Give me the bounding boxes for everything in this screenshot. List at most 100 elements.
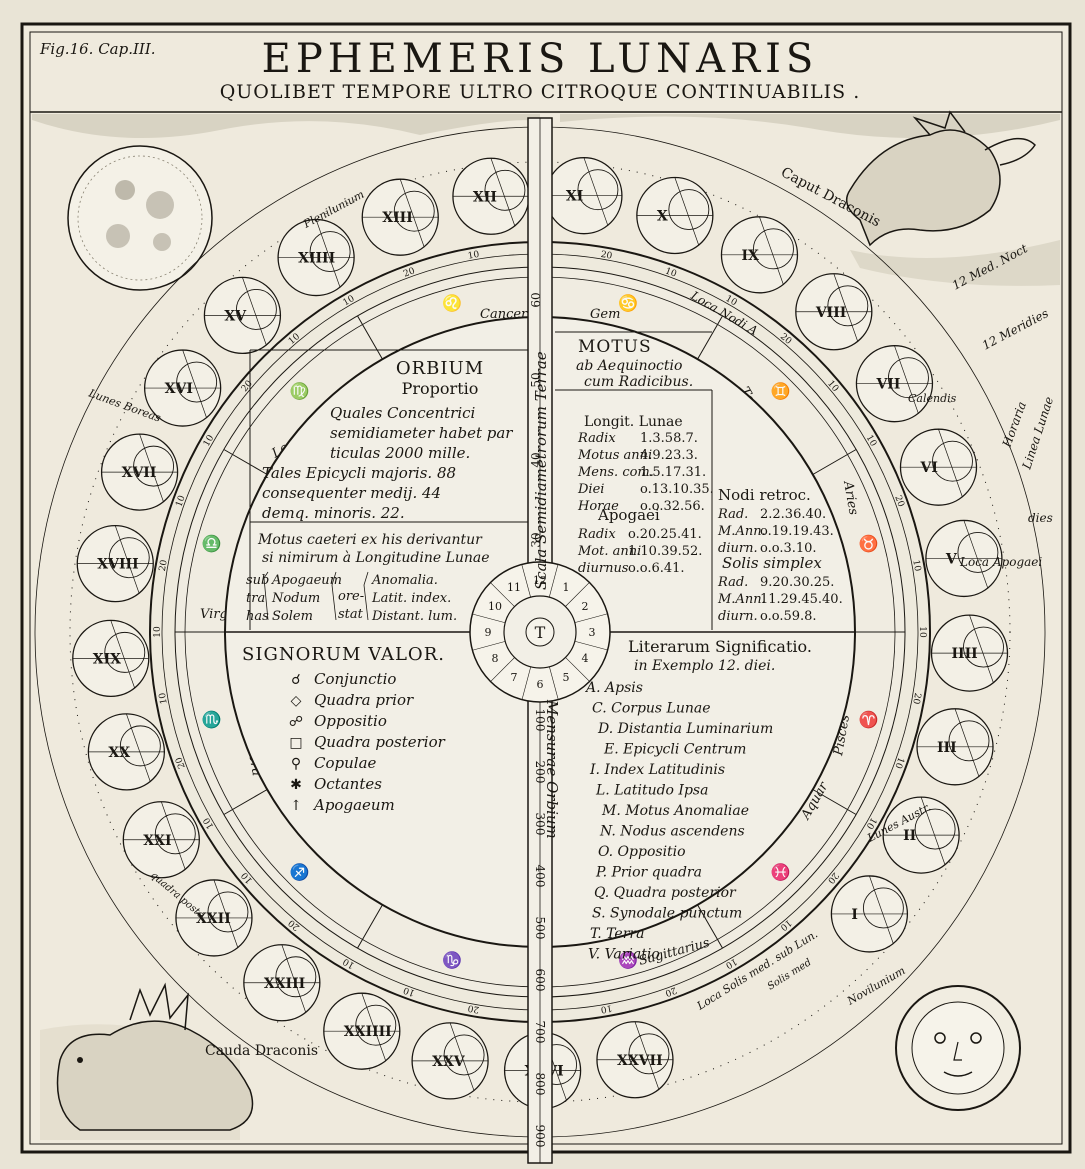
table-row-value: o.13.10.35. bbox=[640, 482, 714, 497]
scale-number: 400 bbox=[533, 865, 547, 888]
numeral-8: VIII bbox=[815, 305, 847, 321]
literarum-item: V. Variatio bbox=[588, 947, 660, 963]
scale-lower-label: Mensurae Orbium bbox=[543, 699, 561, 839]
numeral-3: III bbox=[937, 740, 957, 756]
zodiac-symbol-9: ♏ bbox=[202, 710, 222, 729]
literarum-item: L. Latitudo Ipsa bbox=[595, 783, 708, 799]
zodiac-symbol-10: ♎ bbox=[202, 534, 222, 553]
numeral-2: II bbox=[903, 828, 916, 844]
scale-upper-label: Scala Semidiametrorum Terrae bbox=[532, 351, 550, 590]
numeral-22: XXII bbox=[196, 911, 231, 927]
ring-tick: 10 bbox=[467, 250, 480, 262]
signorum-symbol-icon: ◇ bbox=[291, 693, 302, 709]
epicycle-7: VII bbox=[855, 345, 934, 423]
orbium-line: semidiameter habet par bbox=[330, 424, 513, 442]
dial-number: 4 bbox=[582, 652, 589, 665]
zodiac-symbol-6: ♒ bbox=[618, 950, 638, 969]
zodiac-name-2: Gem bbox=[590, 307, 620, 322]
scale-number: 100 bbox=[533, 709, 547, 732]
scale-number: 50 bbox=[529, 372, 543, 387]
ring-tick: 10 bbox=[402, 984, 416, 997]
table-row-value: o.o.3.10. bbox=[760, 541, 817, 556]
scale-number: 900 bbox=[533, 1125, 547, 1148]
table-row-key: diurnus bbox=[578, 561, 629, 576]
numeral-1: I bbox=[851, 907, 858, 923]
epicycle-8: VIII bbox=[795, 273, 873, 351]
table-row-key: Horae bbox=[577, 499, 619, 514]
epicycle-10: X bbox=[636, 176, 714, 255]
ring-tick: 10 bbox=[892, 756, 905, 770]
zodiac-symbol-8: ♐ bbox=[290, 862, 310, 881]
numeral-6: VI bbox=[919, 460, 937, 476]
numeral-21: XXI bbox=[143, 833, 171, 849]
numeral-27: XXVII bbox=[617, 1053, 663, 1069]
numeral-14: XIIII bbox=[298, 251, 335, 267]
motus-caeteri-line1: Motus caeteri ex his derivantur bbox=[257, 532, 483, 548]
motus-title: MOTUS bbox=[578, 337, 652, 357]
scale-number: 60 bbox=[529, 292, 543, 307]
ring-tick: 10 bbox=[158, 692, 170, 705]
zodiac-symbol-1: ♋ bbox=[618, 294, 638, 313]
zodiac-name-5: Aries bbox=[840, 479, 861, 517]
literarum-item: E. Epicycli Centrum bbox=[603, 742, 746, 758]
cauda-draconis-label: Cauda Draconis bbox=[205, 1043, 318, 1059]
numeral-16: XVI bbox=[165, 381, 193, 397]
table-row-key: Mot. anni bbox=[577, 544, 641, 559]
epicycle-5: V bbox=[925, 519, 1003, 598]
dial-number: 10 bbox=[488, 600, 502, 613]
motus-caeteri-cell: sub bbox=[246, 573, 269, 588]
motus-sub2: cum Radicibus. bbox=[584, 374, 693, 390]
numeral-12: XII bbox=[473, 189, 497, 205]
signorum-item: Copulae bbox=[314, 754, 377, 772]
numeral-23: XXIII bbox=[264, 976, 305, 992]
zodiac-symbol-2: ♊ bbox=[770, 382, 790, 401]
literarum-item: T. Terra bbox=[590, 926, 644, 942]
ring-tick: 10 bbox=[910, 559, 922, 572]
epicycle-ring: IIIIIIIIIIVVIVIIVIIIIXXXIXIIXIIIXIIIIXVX… bbox=[34, 126, 1046, 1138]
dial-number: 11 bbox=[507, 581, 521, 594]
orbium-line: demq. minoris. 22. bbox=[262, 504, 405, 522]
numeral-10: X bbox=[657, 209, 668, 225]
ring-tick: 10 bbox=[153, 626, 163, 638]
table-row-key: Radix bbox=[577, 431, 616, 446]
dragon-tail-icon bbox=[56, 982, 254, 1131]
signorum-item: Oppositio bbox=[314, 712, 387, 730]
epicycle-9: IX bbox=[720, 216, 799, 294]
moon-face-icon bbox=[67, 145, 213, 291]
scale-number: 500 bbox=[533, 917, 547, 940]
zodiac-symbol-12: ♌ bbox=[442, 294, 462, 313]
ring-tick: 10 bbox=[600, 1002, 613, 1014]
motus-caeteri-cell: Distant. lum. bbox=[371, 609, 457, 624]
table-row-value: 9.20.30.25. bbox=[760, 575, 834, 590]
ring-tick: 20 bbox=[892, 494, 905, 508]
table-row-value: o.20.25.41. bbox=[628, 527, 702, 542]
scale-number: 30 bbox=[529, 532, 543, 547]
numeral-7: VII bbox=[875, 377, 900, 393]
ring-tick: 20 bbox=[910, 692, 922, 705]
literarum-item: C. Corpus Lunae bbox=[592, 701, 711, 717]
table-row-value: 1.3.58.7. bbox=[640, 431, 698, 446]
motus-caeteri-cell: Nodum bbox=[271, 591, 320, 606]
table-row-key: Rad. bbox=[717, 507, 748, 522]
numeral-11: XI bbox=[566, 189, 583, 205]
orbium-title: ORBIUM bbox=[396, 358, 484, 379]
scale-number: 700 bbox=[533, 1021, 547, 1044]
epicycle-4: IIII bbox=[930, 614, 1009, 692]
apogaei-label: Apogaei bbox=[597, 506, 660, 524]
signorum-symbol-icon: □ bbox=[289, 735, 302, 751]
numeral-4: IIII bbox=[952, 646, 978, 662]
plate-subtitle: QUOLIBET TEMPORE ULTRO CITROQUE CONTINUA… bbox=[220, 81, 861, 103]
table-row-key: Radix bbox=[577, 527, 616, 542]
signorum-title: SIGNORUM VALOR. bbox=[242, 644, 445, 665]
scale-number: 600 bbox=[533, 969, 547, 992]
epicycle-22: XXII bbox=[175, 879, 253, 957]
literarum-item: P. Prior quadra bbox=[595, 865, 702, 881]
signorum-item: Quadra posterior bbox=[314, 733, 446, 751]
motus-caeteri-cell: has bbox=[246, 609, 269, 624]
table-row-key: diurn. bbox=[718, 541, 758, 556]
table-row-value: o.19.19.43. bbox=[760, 524, 834, 539]
numeral-24: XXIIII bbox=[344, 1024, 392, 1040]
ring-tick: 20 bbox=[467, 1002, 480, 1014]
table-row-value: 1.5.17.31. bbox=[640, 465, 706, 480]
